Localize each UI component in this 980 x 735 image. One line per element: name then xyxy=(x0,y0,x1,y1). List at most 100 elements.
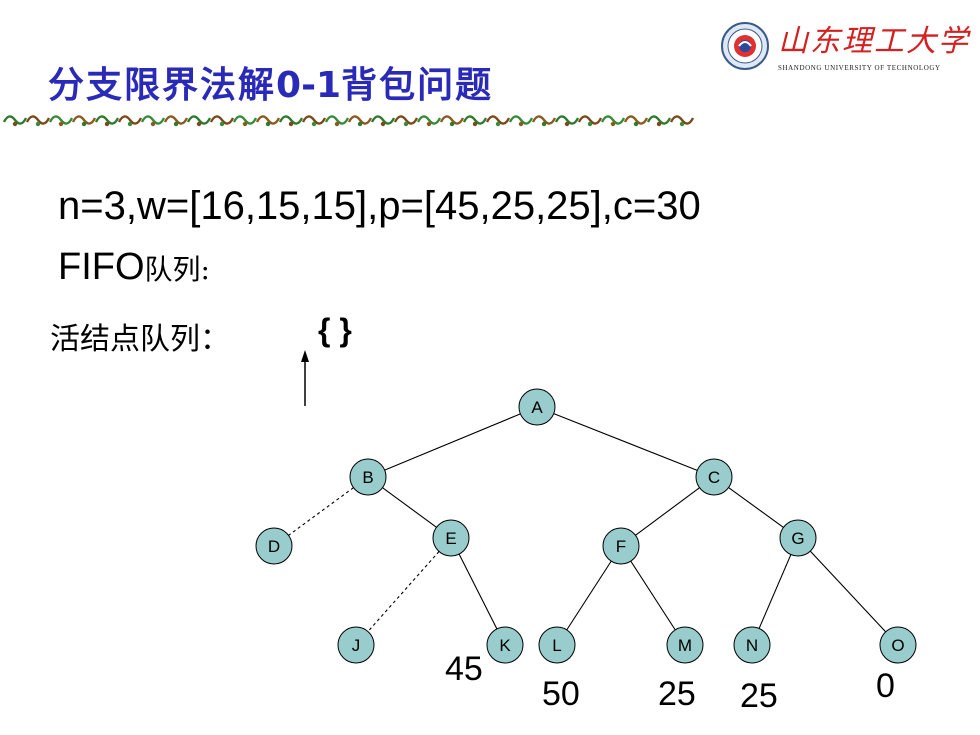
decorative-leaf-icon xyxy=(81,121,87,127)
decorative-leaf-icon xyxy=(403,121,409,127)
decorative-leaf-icon xyxy=(196,121,202,127)
title-ascii: 0-1 xyxy=(276,65,342,106)
queue-label: 队列: xyxy=(144,253,210,286)
tree-node-circle xyxy=(666,626,704,664)
edge-c-f xyxy=(635,487,700,536)
decorative-leaf-icon xyxy=(150,121,156,127)
decorative-leaf-icon xyxy=(472,121,478,127)
decorative-vine-icon xyxy=(232,115,258,125)
tree-node-label: J xyxy=(352,636,361,655)
problem-statement: n=3,w=[16,15,15],p=[45,25,25],c=30 xyxy=(58,184,701,228)
decorative-leaf-icon xyxy=(610,121,616,127)
decorative-vine-icon xyxy=(370,115,396,125)
decorative-vine-icon xyxy=(140,115,166,125)
decorative-leaf-icon xyxy=(426,121,432,127)
leaf-value-o: 0 xyxy=(876,667,895,705)
decorative-vine-icon xyxy=(117,115,143,125)
decorative-vine-icon xyxy=(2,115,28,125)
decorative-leaf-icon xyxy=(219,121,225,127)
decorative-vine-icon xyxy=(485,115,511,125)
slide-title: 分支限界法解0-1背包问题 xyxy=(48,56,493,108)
decorative-vine-icon xyxy=(71,115,97,125)
decorative-vine-icon xyxy=(393,115,419,125)
tree-node-o: O xyxy=(879,626,917,664)
tree-node-label: A xyxy=(531,398,543,417)
tree-node-d: D xyxy=(255,527,293,565)
edge-e-k xyxy=(458,553,498,630)
live-node-queue-value: { } xyxy=(318,312,352,348)
tree-node-k: K xyxy=(486,626,524,664)
decorative-vine-icon xyxy=(255,115,281,125)
decorative-leaf-icon xyxy=(449,121,455,127)
leaf-value-k: 45 xyxy=(445,650,483,688)
decorative-vine-icon xyxy=(347,115,373,125)
decorative-leaf-icon xyxy=(679,121,685,127)
decorative-vine-icon xyxy=(554,115,580,125)
title-suffix: 背包问题 xyxy=(341,64,494,106)
decorative-leaf-icon xyxy=(334,121,340,127)
tree-node-circle xyxy=(695,458,733,496)
decorative-vine-icon xyxy=(278,115,304,125)
tree-node-label: E xyxy=(445,529,456,548)
tree-node-f: F xyxy=(602,527,640,565)
tree-node-j: J xyxy=(337,626,375,664)
tree-node-label: L xyxy=(552,636,561,655)
tree-node-circle xyxy=(879,626,917,664)
edge-b-d xyxy=(288,487,354,536)
tree-node-circle xyxy=(779,519,817,557)
decorative-vine-icon xyxy=(600,115,626,125)
decorative-vine-icon xyxy=(163,115,189,125)
decorative-leaf-icon xyxy=(495,121,501,127)
decorative-leaf-icon xyxy=(564,121,570,127)
decorative-leaf-icon xyxy=(357,121,363,127)
university-name: 山东理工大学 xyxy=(778,24,970,59)
tree-node-g: G xyxy=(779,519,817,557)
tree-node-circle xyxy=(538,626,576,664)
tree-node-label: N xyxy=(746,636,758,655)
tree-node-label: K xyxy=(499,636,511,655)
decorative-vine-icon xyxy=(416,115,442,125)
university-subtitle: SHANDONG UNIVERSITY OF TECHNOLOGY xyxy=(778,64,941,72)
tree-node-circle xyxy=(255,527,293,565)
decorative-leaf-icon xyxy=(173,121,179,127)
decorative-vine-icon xyxy=(669,115,695,125)
decorative-vine-icon xyxy=(646,115,672,125)
decorative-leaf-icon xyxy=(242,121,248,127)
decorative-vine-icon xyxy=(94,115,120,125)
tree-node-n: N xyxy=(733,626,771,664)
tree-node-label: G xyxy=(791,529,804,548)
decorative-vine-icon xyxy=(462,115,488,125)
decorative-divider xyxy=(2,115,695,127)
title-prefix: 分支限界法解 xyxy=(48,64,277,106)
decorative-vine-icon xyxy=(531,115,557,125)
decorative-vine-icon xyxy=(324,115,350,125)
queue-pointer-arrowhead xyxy=(301,350,309,362)
tree-node-circle xyxy=(602,527,640,565)
tree-node-circle xyxy=(733,626,771,664)
edge-a-b xyxy=(384,413,521,471)
decorative-vine-icon xyxy=(209,115,235,125)
edge-c-g xyxy=(728,487,784,528)
fifo-queue-heading: FIFO队列: xyxy=(58,246,210,289)
leaf-value-n: 25 xyxy=(740,677,778,715)
tree-node-m: M xyxy=(666,626,704,664)
tree-node-l: L xyxy=(538,626,576,664)
decorative-leaf-icon xyxy=(311,121,317,127)
edge-e-j xyxy=(367,551,440,632)
decorative-leaf-icon xyxy=(380,121,386,127)
tree-node-label: C xyxy=(708,468,720,487)
decorative-vine-icon xyxy=(48,115,74,125)
decorative-leaf-icon xyxy=(288,121,294,127)
leaf-value-l: 50 xyxy=(542,675,580,713)
decorative-vine-icon xyxy=(25,115,51,125)
tree-node-a: A xyxy=(518,388,556,426)
edge-a-c xyxy=(553,413,698,471)
tree-node-circle xyxy=(518,388,556,426)
edge-f-m xyxy=(630,560,676,631)
tree-node-circle xyxy=(486,626,524,664)
live-node-queue-label: 活结点队列： xyxy=(50,322,230,357)
decorative-vine-icon xyxy=(439,115,465,125)
tree-node-e: E xyxy=(432,519,470,557)
edge-b-e xyxy=(382,487,437,528)
